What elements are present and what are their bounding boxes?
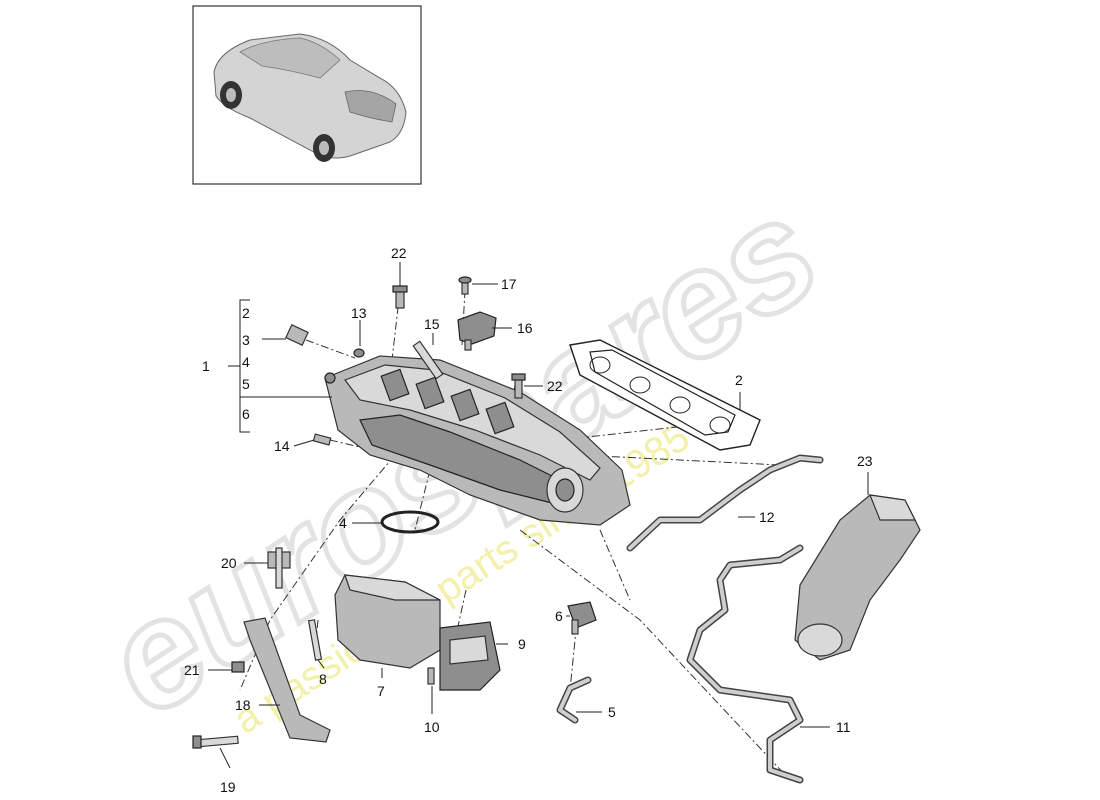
screw-17[interactable] — [458, 276, 472, 295]
callout-16[interactable]: 16 — [517, 320, 533, 336]
callout-23[interactable]: 23 — [857, 453, 873, 469]
callout-19[interactable]: 19 — [220, 779, 236, 795]
hose-11[interactable] — [686, 544, 804, 784]
throttle-housing-7[interactable] — [334, 574, 441, 669]
callout-14[interactable]: 14 — [274, 438, 290, 454]
car-icon — [213, 33, 407, 162]
callout-11[interactable]: 11 — [836, 719, 851, 735]
screw-10[interactable] — [427, 667, 435, 685]
callout-22-right[interactable]: 22 — [547, 378, 563, 394]
callout-12[interactable]: 12 — [759, 509, 775, 525]
callout-4-seal[interactable]: 4 — [339, 515, 347, 531]
callout-13[interactable]: 13 — [351, 305, 367, 321]
nut-13[interactable] — [353, 348, 365, 358]
callout-21[interactable]: 21 — [184, 662, 200, 678]
air-duct-23[interactable] — [794, 494, 921, 661]
callout-5-hose[interactable]: 5 — [608, 704, 616, 720]
bolt-8[interactable] — [307, 619, 323, 661]
callout-17[interactable]: 17 — [501, 276, 517, 292]
callout-15[interactable]: 15 — [424, 316, 440, 332]
callout-6-valve[interactable]: 6 — [555, 608, 563, 624]
bushing-20[interactable] — [267, 547, 291, 589]
intake-manifold[interactable] — [324, 355, 631, 526]
callout-18[interactable]: 18 — [235, 697, 251, 713]
pin-15[interactable] — [412, 340, 444, 380]
callout-8[interactable]: 8 — [319, 671, 327, 687]
callout-20[interactable]: 20 — [221, 555, 237, 571]
bolt-22-right[interactable] — [511, 373, 526, 399]
bolt-14[interactable] — [312, 433, 332, 446]
bracket-18[interactable] — [243, 617, 331, 743]
hose-5[interactable] — [556, 676, 592, 724]
thumbnail-car[interactable] — [192, 5, 422, 185]
callout-10[interactable]: 10 — [424, 719, 440, 735]
callout-22-top[interactable]: 22 — [391, 245, 407, 261]
intake-gasket[interactable] — [569, 339, 761, 451]
callout-7[interactable]: 7 — [377, 683, 385, 699]
callout-5-group[interactable]: 5 — [242, 376, 250, 392]
actuator-9[interactable] — [439, 621, 501, 691]
vent-line-12[interactable] — [626, 454, 824, 552]
bolt-22-top[interactable] — [392, 285, 408, 309]
clip-21[interactable] — [231, 661, 245, 673]
callout-4-group[interactable]: 4 — [242, 354, 250, 370]
bolt-19[interactable] — [192, 735, 239, 749]
seal-ring-4[interactable] — [380, 510, 440, 534]
callout-6-group[interactable]: 6 — [242, 406, 250, 422]
leader-lines — [208, 262, 869, 769]
callout-9[interactable]: 9 — [518, 636, 526, 652]
callout-labels: 1 2 3 4 5 6 13 22 15 17 16 22 2 14 23 12… — [184, 245, 873, 795]
group-bracket-1 — [228, 299, 332, 433]
callout-3[interactable]: 3 — [242, 332, 250, 348]
sensor-16[interactable] — [457, 311, 497, 351]
callout-1[interactable]: 1 — [202, 358, 210, 374]
plug-3[interactable] — [285, 324, 309, 346]
callout-2-gasket[interactable]: 2 — [735, 372, 743, 388]
valve-6[interactable] — [567, 601, 597, 635]
callout-2-group[interactable]: 2 — [242, 305, 250, 321]
